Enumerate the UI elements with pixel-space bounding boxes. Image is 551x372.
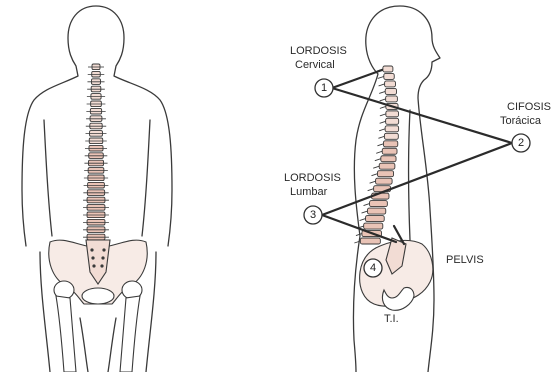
side-vertebra xyxy=(385,81,396,87)
side-spine xyxy=(354,66,398,244)
side-vertebra xyxy=(385,88,396,94)
side-vertebra xyxy=(385,126,398,132)
side-vertebra xyxy=(364,223,383,229)
svg-text:3: 3 xyxy=(310,209,316,221)
back-ischium xyxy=(82,288,114,304)
side-vertebra xyxy=(386,96,398,102)
side-spinous-process xyxy=(379,129,385,131)
side-view-figure: 1 2 3 4 LORDOSIS Cervical CIFOSIS Toráci… xyxy=(284,6,551,372)
svg-text:1: 1 xyxy=(321,82,327,94)
side-spinous-process xyxy=(380,114,386,116)
marker-2: 2 xyxy=(512,134,530,152)
label-pelvis: PELVIS xyxy=(446,254,484,266)
back-spine xyxy=(83,64,109,240)
side-spinous-process xyxy=(376,151,382,153)
label-cifosis-title: CIFOSIS xyxy=(507,101,551,113)
side-vertebra xyxy=(386,118,399,124)
side-spinous-process xyxy=(368,189,374,191)
side-vertebra xyxy=(368,208,386,214)
side-vertebra xyxy=(370,201,388,207)
side-spinous-process xyxy=(379,84,385,86)
side-spinous-process xyxy=(378,136,384,138)
label-lordosis-cervical-sub: Cervical xyxy=(295,59,335,71)
side-vertebra xyxy=(381,156,396,162)
marker-1: 1 xyxy=(315,79,333,97)
side-vertebra xyxy=(383,66,393,72)
side-vertebra xyxy=(360,238,380,244)
side-spinous-process xyxy=(362,211,368,213)
side-spinous-process xyxy=(370,181,376,183)
side-vertebra xyxy=(379,163,395,169)
label-lordosis-cervical-title: LORDOSIS xyxy=(290,45,347,57)
side-spinous-process xyxy=(377,144,383,146)
side-vertebra xyxy=(376,178,393,184)
side-spinous-process xyxy=(371,174,377,176)
label-lordosis-lumbar-title: LORDOSIS xyxy=(284,172,341,184)
marker-3: 3 xyxy=(304,206,322,224)
side-vertebra xyxy=(386,111,399,117)
side-spinous-process xyxy=(360,219,366,221)
side-spinous-process xyxy=(380,106,386,108)
side-spinous-process xyxy=(380,99,386,101)
side-spinous-process xyxy=(380,121,386,123)
side-vertebra xyxy=(366,216,385,222)
svg-text:2: 2 xyxy=(518,137,524,149)
side-spinous-process xyxy=(373,166,379,168)
side-arm-line xyxy=(409,110,411,240)
label-lordosis-lumbar-sub: Lumbar xyxy=(290,186,328,198)
svg-text:4: 4 xyxy=(370,262,376,274)
side-vertebra xyxy=(384,133,398,139)
side-spinous-process xyxy=(356,234,362,236)
side-vertebra xyxy=(377,171,393,177)
back-view-figure xyxy=(22,6,172,372)
side-spinous-process xyxy=(364,204,370,206)
side-spinous-process xyxy=(378,76,384,78)
side-spinous-process xyxy=(379,91,385,93)
side-spinous-process xyxy=(375,159,381,161)
back-femurs xyxy=(56,296,140,372)
label-cifosis-sub: Torácica xyxy=(500,115,542,127)
side-vertebra xyxy=(382,148,397,154)
side-vertebra xyxy=(383,141,397,147)
marker-4: 4 xyxy=(364,259,382,277)
leader-lines xyxy=(322,70,512,244)
side-vertebra xyxy=(384,73,394,79)
label-ti: T.I. xyxy=(384,313,399,325)
